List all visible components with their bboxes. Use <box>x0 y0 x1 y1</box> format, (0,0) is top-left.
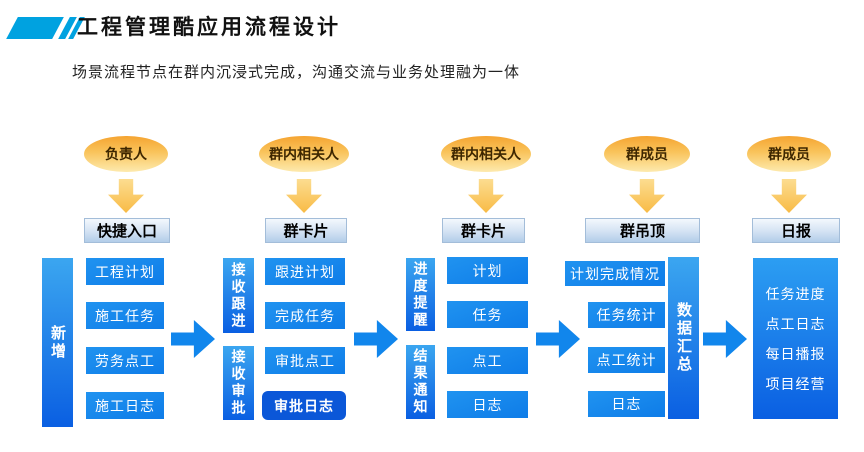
entry-box-daily-report: 日报 <box>752 218 840 243</box>
stage1-item: 工程计划 <box>86 258 164 285</box>
stage5-report-box: 任务进度 点工日志 每日播报 项目经营 <box>753 258 838 419</box>
flow-arrow-icon <box>703 320 747 358</box>
down-arrow-icon <box>286 179 322 213</box>
actor-oval-owner: 负责人 <box>84 136 168 172</box>
actor-oval-member2: 群成员 <box>747 136 831 172</box>
entry-box-group-card1: 群卡片 <box>265 218 347 243</box>
stage5-line: 点工日志 <box>765 315 826 332</box>
stage3-item: 任务 <box>447 301 528 328</box>
stage2-item: 完成任务 <box>265 302 345 329</box>
stage2-item: 跟进计划 <box>265 258 345 285</box>
stage1-item: 施工日志 <box>86 392 164 419</box>
stage4-item: 点工统计 <box>588 347 665 373</box>
down-arrow-icon <box>629 179 665 213</box>
stage3-item: 点工 <box>447 347 528 374</box>
page-title: 工程管理酷应用流程设计 <box>77 16 341 39</box>
stage4-item: 日志 <box>588 391 665 417</box>
entry-box-group-ceiling: 群吊顶 <box>585 218 700 243</box>
down-arrow-icon <box>468 179 504 213</box>
stage4-bar-summary: 数据汇总 <box>668 257 699 419</box>
stage1-bar-new: 新增 <box>42 258 73 427</box>
stage3-bar-notify: 结果通知 <box>406 345 435 419</box>
flow-arrow-icon <box>536 320 580 358</box>
actor-oval-related2: 群内相关人 <box>441 136 531 172</box>
stage1-item: 施工任务 <box>86 302 164 329</box>
stage3-item: 日志 <box>447 391 528 418</box>
stage3-bar-remind: 进度提醒 <box>406 258 435 331</box>
stage2-item: 审批点工 <box>265 347 345 374</box>
stage4-item: 任务统计 <box>588 302 665 328</box>
actor-oval-member1: 群成员 <box>604 136 690 172</box>
stage5-line: 项目经营 <box>765 375 826 392</box>
actor-oval-related1: 群内相关人 <box>259 136 349 172</box>
stage3-item: 计划 <box>447 257 528 284</box>
flow-arrow-icon <box>354 320 398 358</box>
flow-arrow-icon <box>171 320 215 358</box>
entry-box-group-card2: 群卡片 <box>442 218 525 243</box>
stage2-bar-approve: 接收审批 <box>223 346 254 420</box>
stage5-line: 任务进度 <box>765 285 826 302</box>
logo-icon <box>6 17 64 39</box>
page-subtitle: 场景流程节点在群内沉浸式完成，沟通交流与业务处理融为一体 <box>72 64 521 81</box>
entry-box-quick-entry: 快捷入口 <box>84 218 170 243</box>
stage5-line: 每日播报 <box>765 345 826 362</box>
stage2-bar-follow: 接收跟进 <box>223 258 254 333</box>
down-arrow-icon <box>771 179 807 213</box>
down-arrow-icon <box>108 179 144 213</box>
stage1-item: 劳务点工 <box>86 347 164 374</box>
stage4-item-plan-status: 计划完成情况 <box>565 261 665 286</box>
stage2-item-approve-log: 审批日志 <box>262 391 346 420</box>
